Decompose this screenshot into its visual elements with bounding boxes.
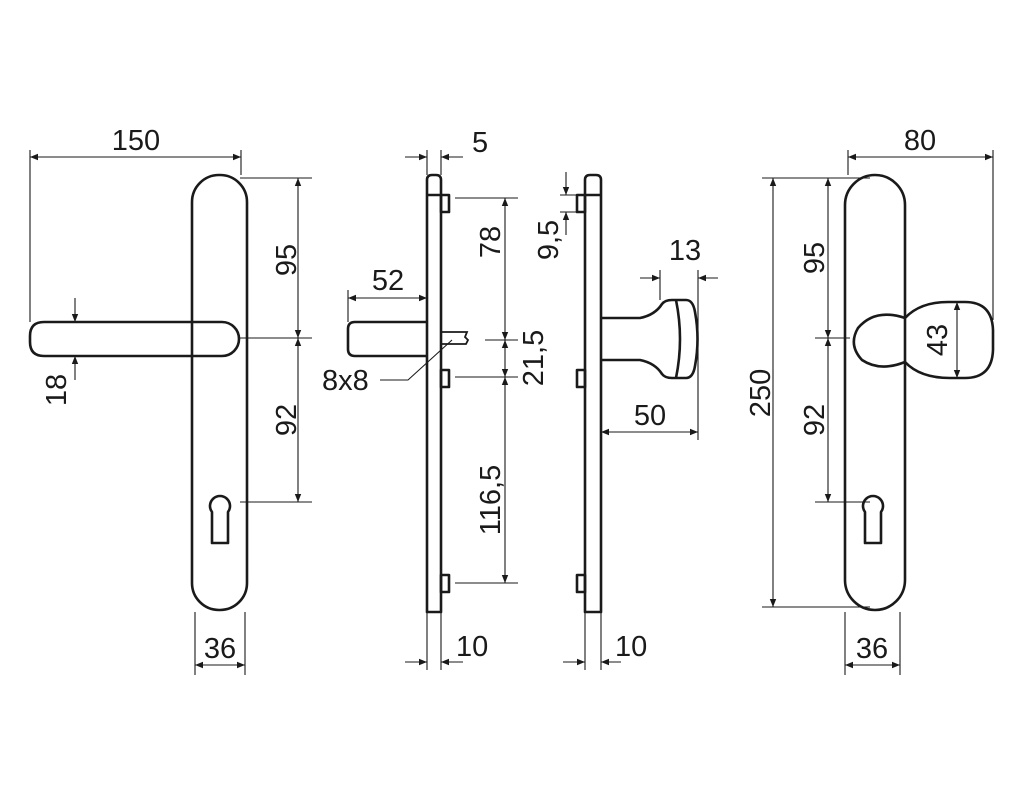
side-plate <box>425 173 443 614</box>
keyhole <box>208 494 232 545</box>
dim-8x8: 8x8 <box>322 365 369 397</box>
tab <box>439 368 451 389</box>
tab <box>575 573 587 594</box>
dim-36: 36 <box>856 633 888 665</box>
lever-front-view: 150 95 92 18 36 <box>28 125 312 675</box>
dim-80: 80 <box>904 125 936 157</box>
dim-92: 92 <box>271 404 303 436</box>
dim-9-5: 9,5 <box>533 220 565 260</box>
tab <box>439 573 451 594</box>
dim-250: 250 <box>745 369 777 417</box>
dim-5: 5 <box>472 127 488 159</box>
dim-13: 13 <box>669 235 701 267</box>
knob-turn <box>852 300 995 380</box>
keyhole <box>861 494 885 545</box>
dim-150: 150 <box>112 125 160 157</box>
dim-116-5: 116,5 <box>475 465 507 535</box>
dim-52: 52 <box>372 265 404 297</box>
tab <box>575 193 587 214</box>
lever-handle <box>28 320 241 358</box>
dim-92: 92 <box>799 404 831 436</box>
dim-43: 43 <box>922 324 954 356</box>
dim-95: 95 <box>799 242 831 274</box>
dim-10: 10 <box>615 631 647 663</box>
tab <box>575 368 587 389</box>
dim-78: 78 <box>475 226 507 258</box>
dim-10: 10 <box>456 631 488 663</box>
knob-front-view: 80 250 95 92 43 36 <box>745 125 995 675</box>
knob <box>601 298 699 380</box>
dim-95: 95 <box>271 244 303 276</box>
knob-side-view: 9,5 13 50 10 <box>533 172 718 670</box>
dim-18: 18 <box>41 374 73 406</box>
tab <box>439 193 451 214</box>
dim-36: 36 <box>204 633 236 665</box>
spindle-lever <box>346 320 427 358</box>
square-spindle <box>441 331 470 345</box>
dim-50: 50 <box>634 400 666 432</box>
lever-side-view: 8x8 5 52 78 21,5 116,5 10 <box>322 127 550 670</box>
back-plate <box>843 173 907 612</box>
back-plate <box>190 173 249 612</box>
dim-21-5: 21,5 <box>518 330 550 386</box>
side-plate <box>583 173 603 614</box>
